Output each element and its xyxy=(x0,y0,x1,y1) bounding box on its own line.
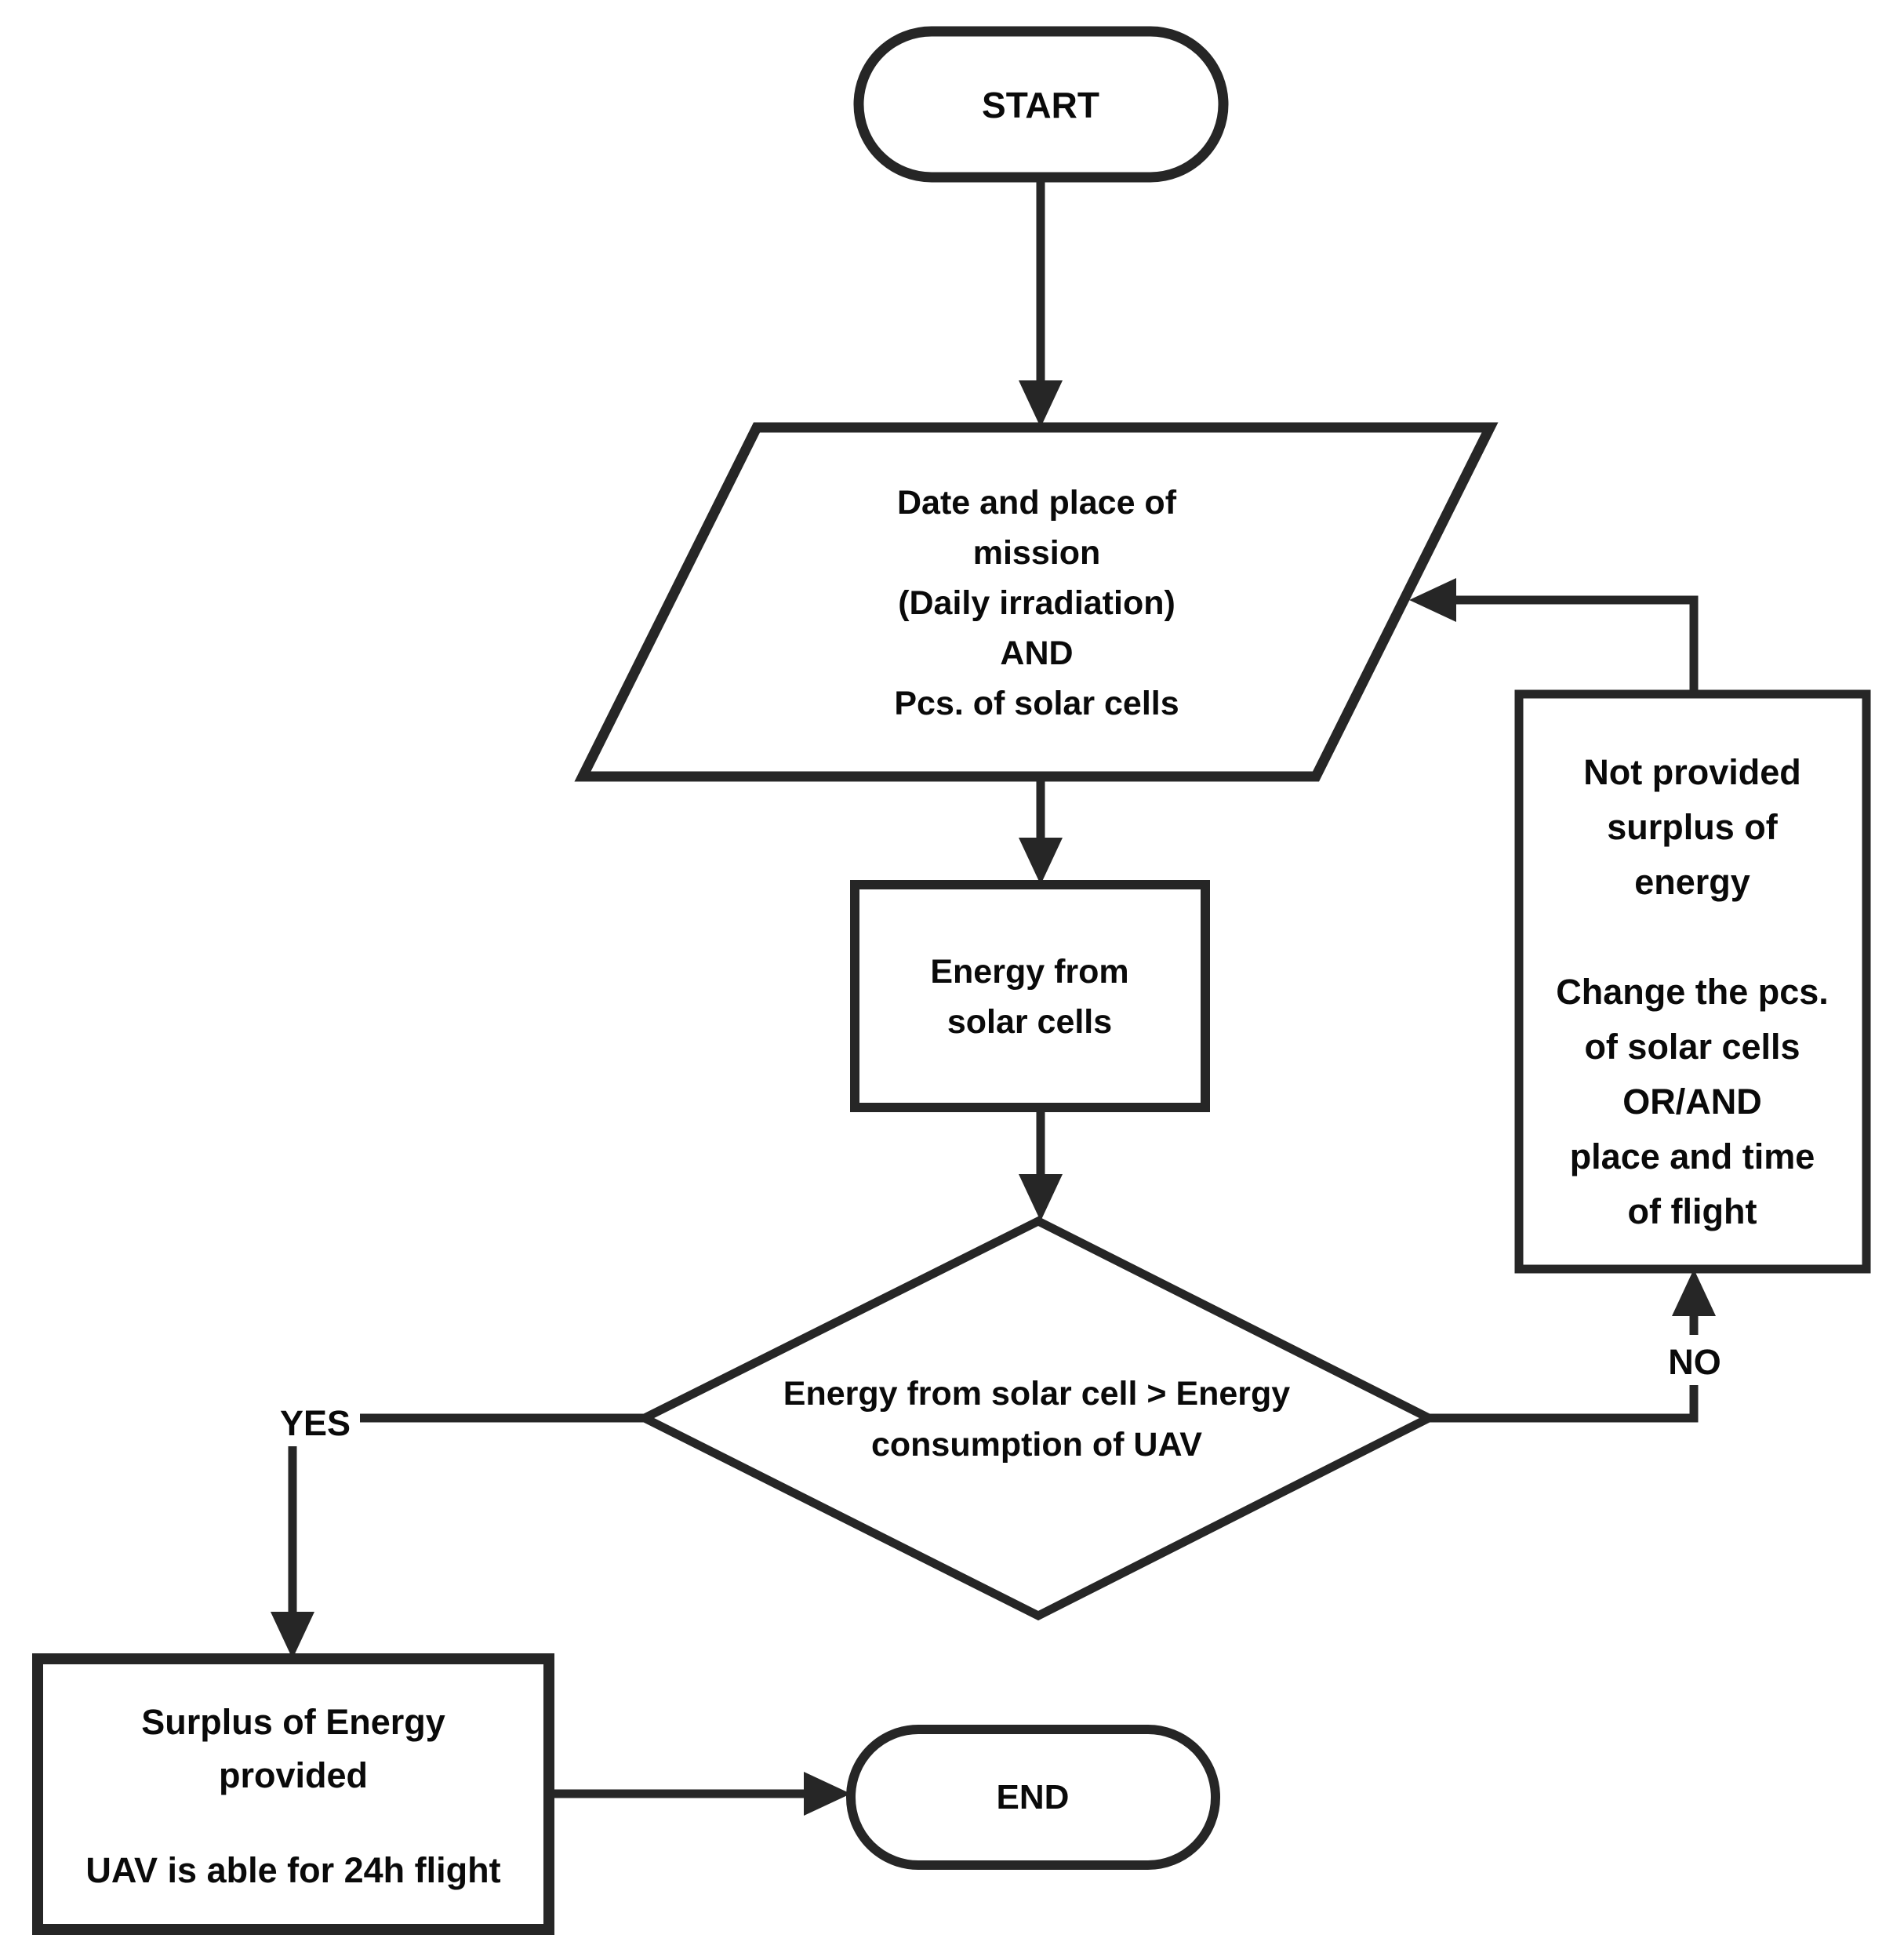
arrowhead-down-icon xyxy=(1019,380,1063,427)
decision-line: Energy from solar cell > Energy xyxy=(783,1375,1291,1413)
decision-text: Energy from solar cell > Energy consumpt… xyxy=(783,1375,1291,1464)
mission-input-line: Date and place of xyxy=(897,484,1177,522)
arrow-feedback-to-input xyxy=(1451,595,1699,696)
not-provided-line: energy xyxy=(1634,862,1750,902)
energy-process-line: solar cells xyxy=(947,1003,1112,1041)
mission-input-line: (Daily irradiation) xyxy=(898,584,1175,622)
arrow-yes-branch xyxy=(288,1413,646,1617)
mission-input-line: Pcs. of solar cells xyxy=(894,685,1179,722)
arrowhead-up-icon xyxy=(1672,1269,1716,1316)
end-node xyxy=(846,1725,1220,1870)
arrowhead-down-icon xyxy=(1019,1174,1063,1221)
energy-process-line: Energy from xyxy=(930,953,1128,991)
connectors xyxy=(271,176,1716,1816)
no-label-bg xyxy=(1648,1335,1741,1385)
surplus-result-line: UAV is able for 24h flight xyxy=(85,1850,500,1890)
not-provided-line: of solar cells xyxy=(1584,1027,1800,1067)
mission-input-line: mission xyxy=(973,534,1101,572)
energy-process-text: Energy from solar cells xyxy=(930,953,1128,1041)
decision-line: consumption of UAV xyxy=(871,1426,1202,1464)
mission-input-text: Date and place of mission (Daily irradia… xyxy=(894,484,1179,722)
arrowhead-right-icon xyxy=(804,1772,851,1816)
arrowhead-down-icon xyxy=(271,1612,314,1659)
not-provided-line: place and time xyxy=(1570,1136,1815,1176)
not-provided-line: Change the pcs. xyxy=(1556,972,1829,1012)
surplus-result-line: provided xyxy=(219,1755,368,1795)
surplus-result-text: Surplus of Energy provided UAV is able f… xyxy=(85,1702,500,1890)
surplus-result-box xyxy=(32,1653,554,1935)
not-provided-line: surplus of xyxy=(1607,807,1779,847)
surplus-result-line: Surplus of Energy xyxy=(141,1702,445,1742)
not-provided-line: of flight xyxy=(1628,1191,1757,1231)
mission-input-line: AND xyxy=(1000,635,1073,672)
no-label: NO xyxy=(1668,1342,1721,1382)
energy-process-rect xyxy=(850,880,1210,1112)
not-provided-line: Not provided xyxy=(1583,752,1801,792)
arrowhead-down-icon xyxy=(1019,838,1063,885)
start-node xyxy=(853,26,1229,183)
decision-diamond xyxy=(634,1216,1439,1621)
arrowhead-left-icon xyxy=(1409,578,1456,622)
yes-label: YES xyxy=(280,1403,351,1443)
mission-input-parallelogram xyxy=(574,422,1499,782)
end-label: END xyxy=(997,1778,1070,1816)
not-provided-text: Not provided surplus of energy Change th… xyxy=(1556,752,1829,1231)
start-label: START xyxy=(982,85,1099,125)
not-provided-line: OR/AND xyxy=(1622,1082,1762,1122)
yes-label-bg xyxy=(272,1396,360,1446)
not-provided-box xyxy=(1514,689,1871,1274)
